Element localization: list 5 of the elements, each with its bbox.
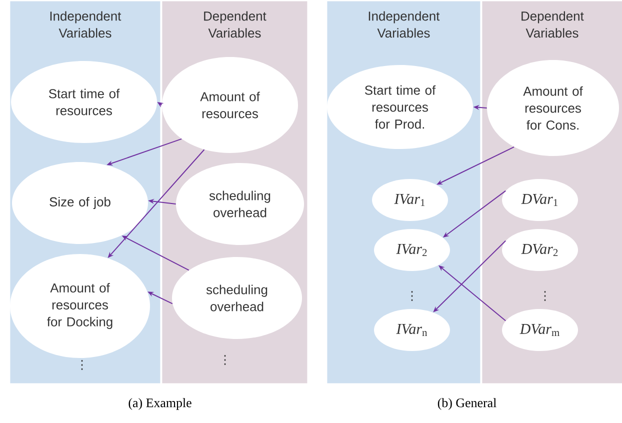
ellipsis-mark: ⋮: [224, 355, 226, 365]
subfigure-caption: (a) Example: [128, 398, 192, 410]
ellipsis-mark: ⋮: [411, 291, 413, 301]
ellipsis-mark: ⋮: [544, 291, 546, 301]
subfigure-caption: (b) General: [438, 398, 496, 410]
